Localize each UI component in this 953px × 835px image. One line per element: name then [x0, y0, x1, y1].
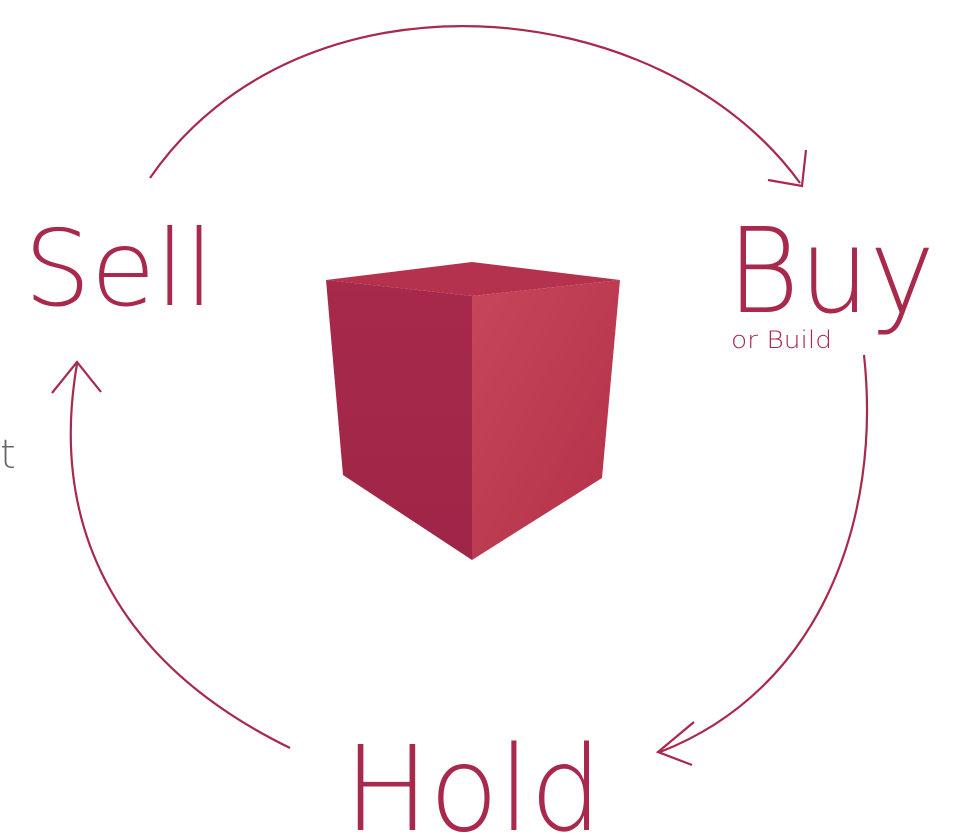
cube-right-face	[472, 280, 620, 560]
stage-label-buy: Buy	[727, 202, 935, 340]
arrow-sell-to-buy	[149, 25, 801, 184]
arrowhead-buy-icon	[767, 149, 808, 188]
cube-top-face	[326, 262, 620, 296]
cropped-text-fragment: t	[0, 432, 16, 478]
arrowhead-hold-icon	[655, 721, 695, 767]
arrow-hold-to-sell	[69, 363, 291, 749]
stage-label-sell: Sell	[24, 208, 214, 330]
arrow-buy-to-hold	[659, 354, 869, 754]
stage-sublabel-build: or Build	[731, 326, 832, 354]
arrowhead-sell-icon	[51, 360, 102, 394]
cube-left-face	[326, 280, 472, 560]
cube-icon	[326, 262, 620, 560]
stage-label-hold: Hold	[344, 720, 602, 835]
